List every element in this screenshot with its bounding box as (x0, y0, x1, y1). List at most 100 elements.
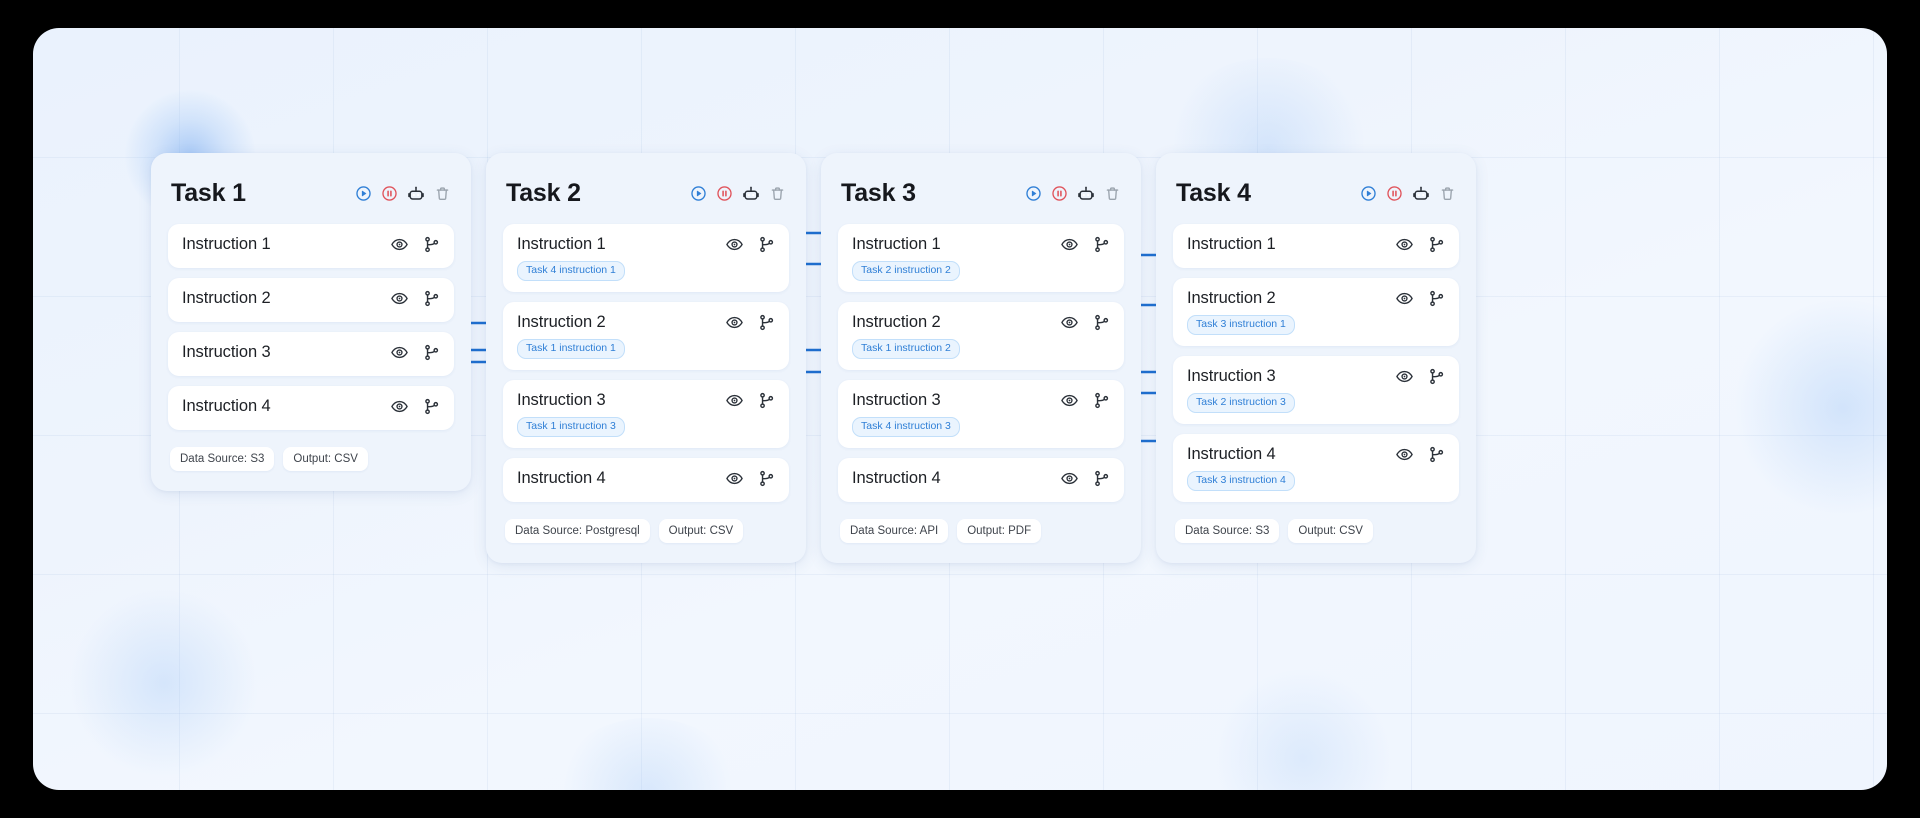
task-card[interactable]: Task 1 Instruction 1 (151, 153, 471, 491)
git-branch-icon[interactable] (422, 343, 441, 362)
git-branch-icon[interactable] (757, 469, 776, 488)
instruction-row[interactable]: Instruction 3 Task 2 instruction 3 (1173, 356, 1459, 425)
instruction-row-main: Instruction 1 (852, 235, 1111, 254)
git-branch-icon[interactable] (422, 289, 441, 308)
git-branch-icon[interactable] (1427, 235, 1446, 254)
eye-icon[interactable] (390, 289, 409, 308)
dependency-badge[interactable]: Task 2 instruction 3 (1187, 393, 1295, 414)
instruction-action-group (1395, 235, 1446, 254)
pause-icon[interactable] (381, 185, 398, 202)
instruction-row[interactable]: Instruction 2 Task 1 instruction 1 (503, 302, 789, 371)
instruction-row[interactable]: Instruction 2 Task 3 instruction 1 (1173, 278, 1459, 347)
git-branch-icon[interactable] (757, 313, 776, 332)
play-icon[interactable] (355, 185, 372, 202)
task-header: Task 3 (838, 169, 1124, 224)
trash-icon[interactable] (434, 185, 451, 202)
eye-icon[interactable] (390, 235, 409, 254)
eye-icon[interactable] (725, 235, 744, 254)
task-card[interactable]: Task 3 Instruction 1 (821, 153, 1141, 564)
output-chip: Output: PDF (957, 519, 1042, 544)
git-branch-icon[interactable] (757, 391, 776, 410)
instruction-row[interactable]: Instruction 4 Task 3 instruction 4 (1173, 434, 1459, 503)
instruction-row-main: Instruction 3 (517, 391, 776, 410)
play-icon[interactable] (690, 185, 707, 202)
instruction-label: Instruction 1 (182, 235, 271, 253)
instruction-label: Instruction 4 (182, 397, 271, 415)
play-icon[interactable] (1025, 185, 1042, 202)
instruction-row[interactable]: Instruction 3 (168, 332, 454, 376)
dependency-badge[interactable]: Task 2 instruction 2 (852, 261, 960, 282)
trash-icon[interactable] (769, 185, 786, 202)
instruction-row-main: Instruction 3 (182, 343, 441, 362)
instruction-row-main: Instruction 4 (1187, 445, 1446, 464)
instruction-row[interactable]: Instruction 4 (503, 458, 789, 503)
instruction-row[interactable]: Instruction 3 Task 4 instruction 3 (838, 380, 1124, 449)
instruction-row[interactable]: Instruction 1 Task 2 instruction 2 (838, 224, 1124, 293)
git-branch-icon[interactable] (422, 397, 441, 416)
instruction-label: Instruction 4 (1187, 445, 1276, 464)
instruction-action-group (725, 235, 776, 254)
eye-icon[interactable] (1395, 235, 1414, 254)
play-icon[interactable] (1360, 185, 1377, 202)
eye-icon[interactable] (725, 469, 744, 488)
trash-icon[interactable] (1104, 185, 1121, 202)
git-branch-icon[interactable] (422, 235, 441, 254)
pause-icon[interactable] (716, 185, 733, 202)
eye-icon[interactable] (1395, 367, 1414, 386)
eye-icon[interactable] (1395, 289, 1414, 308)
task-card[interactable]: Task 2 Instruction 1 (486, 153, 806, 564)
dependency-badge[interactable]: Task 4 instruction 3 (852, 417, 960, 438)
git-branch-icon[interactable] (1427, 289, 1446, 308)
robot-icon[interactable] (1412, 185, 1430, 203)
instruction-row[interactable]: Instruction 2 Task 1 instruction 2 (838, 302, 1124, 371)
task-card[interactable]: Task 4 Instruction 1 (1156, 153, 1476, 564)
task-action-group (1360, 185, 1456, 203)
dependency-badge[interactable]: Task 3 instruction 1 (1187, 315, 1295, 336)
eye-icon[interactable] (390, 397, 409, 416)
task-title: Task 2 (506, 179, 581, 207)
instruction-label: Instruction 3 (517, 391, 606, 410)
dependency-badge[interactable]: Task 3 instruction 4 (1187, 471, 1295, 492)
eye-icon[interactable] (725, 313, 744, 332)
git-branch-icon[interactable] (1427, 367, 1446, 386)
instruction-action-group (1060, 391, 1111, 410)
instruction-row[interactable]: Instruction 1 (1173, 224, 1459, 268)
instruction-row-main: Instruction 2 (517, 313, 776, 332)
dependency-badge[interactable]: Task 4 instruction 1 (517, 261, 625, 282)
pause-icon[interactable] (1051, 185, 1068, 202)
trash-icon[interactable] (1439, 185, 1456, 202)
eye-icon[interactable] (1060, 391, 1079, 410)
eye-icon[interactable] (1395, 445, 1414, 464)
eye-icon[interactable] (725, 391, 744, 410)
instruction-row[interactable]: Instruction 3 Task 1 instruction 3 (503, 380, 789, 449)
instruction-row[interactable]: Instruction 1 Task 4 instruction 1 (503, 224, 789, 293)
instruction-row[interactable]: Instruction 4 (168, 386, 454, 430)
pause-icon[interactable] (1386, 185, 1403, 202)
git-branch-icon[interactable] (1092, 391, 1111, 410)
git-branch-icon[interactable] (1092, 235, 1111, 254)
instruction-row[interactable]: Instruction 1 (168, 224, 454, 268)
robot-icon[interactable] (1077, 185, 1095, 203)
robot-icon[interactable] (407, 185, 425, 203)
eye-icon[interactable] (1060, 469, 1079, 488)
instruction-row-main: Instruction 1 (517, 235, 776, 254)
eye-icon[interactable] (1060, 235, 1079, 254)
git-branch-icon[interactable] (1092, 313, 1111, 332)
git-branch-icon[interactable] (1092, 469, 1111, 488)
git-branch-icon[interactable] (1427, 445, 1446, 464)
instruction-row[interactable]: Instruction 4 (838, 458, 1124, 503)
instruction-label: Instruction 4 (852, 469, 941, 488)
dependency-badge[interactable]: Task 1 instruction 3 (517, 417, 625, 438)
instruction-row[interactable]: Instruction 2 (168, 278, 454, 322)
eye-icon[interactable] (390, 343, 409, 362)
workflow-canvas[interactable]: Task 1 Instruction 1 (33, 28, 1887, 790)
git-branch-icon[interactable] (757, 235, 776, 254)
dependency-badge[interactable]: Task 1 instruction 1 (517, 339, 625, 360)
robot-icon[interactable] (742, 185, 760, 203)
instruction-label: Instruction 2 (182, 289, 271, 307)
eye-icon[interactable] (1060, 313, 1079, 332)
dependency-badge[interactable]: Task 1 instruction 2 (852, 339, 960, 360)
